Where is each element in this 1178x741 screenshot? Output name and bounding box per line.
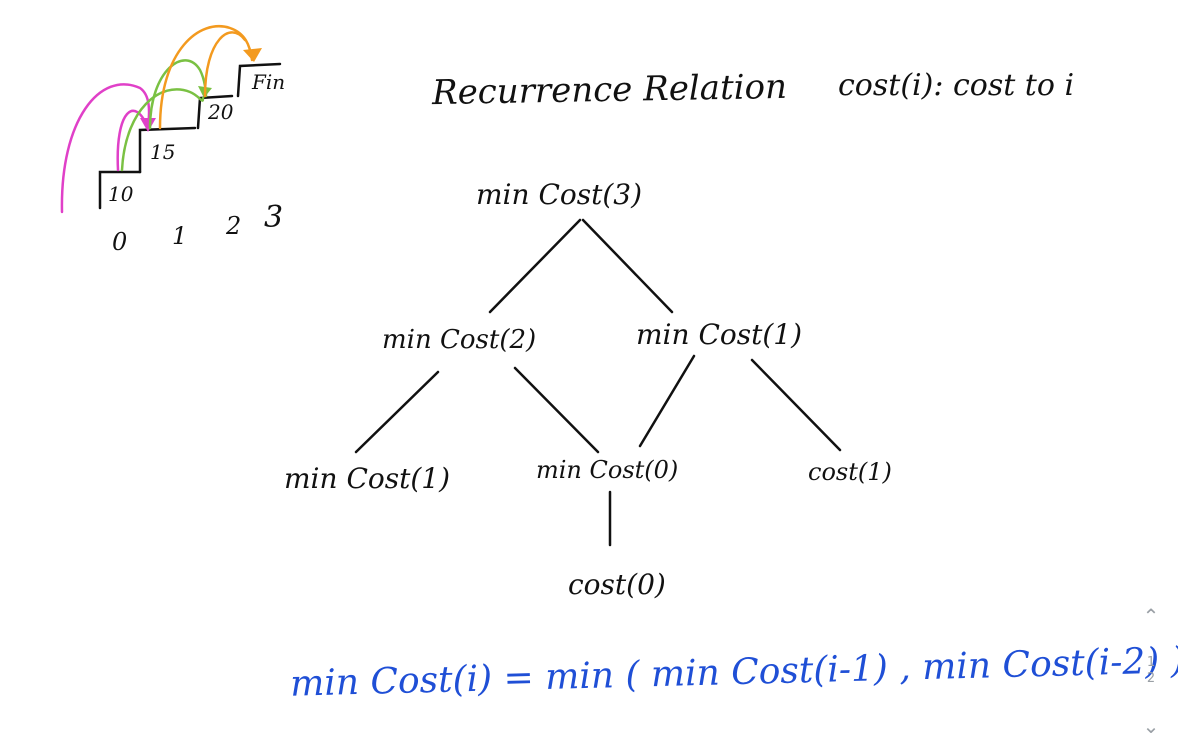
tree-node-l2-right: cost(1) (808, 458, 892, 486)
chevron-up-icon[interactable]: ⌃ (1142, 604, 1160, 628)
jump-arrow-2-3 (158, 25, 254, 130)
chevron-down-icon[interactable]: ⌄ (1142, 714, 1160, 738)
tree-node-l2-left: min Cost(1) (284, 462, 451, 495)
page-navigator: ⌃ 1 2 ⌄ (1136, 606, 1166, 736)
arrowhead-orange (243, 48, 262, 62)
tree-node-l2-mid: min Cost(0) (536, 456, 679, 484)
tree-node-l3: cost(0) (568, 568, 666, 601)
jump-arrow-1-2 (120, 88, 205, 172)
jump-arrow-0-2 (60, 83, 151, 214)
page-title: Recurrence Relation (431, 66, 788, 114)
edge-l1a-l2a (354, 370, 440, 454)
cost-definition: cost(i): cost to i (838, 68, 1075, 103)
jump-arrows (60, 25, 262, 214)
index-label-0: 0 (112, 228, 128, 256)
edge-l1b-l2c (750, 358, 842, 452)
arrowhead-magenta (140, 118, 156, 132)
edge-root-left (488, 218, 582, 314)
current-page: 1 (1146, 655, 1156, 670)
total-pages: 2 (1146, 671, 1156, 686)
tree-edges (354, 218, 842, 547)
tree-node-l1-right: min Cost(1) (636, 318, 803, 351)
step-label-fin: Fin (252, 70, 286, 94)
edge-l1a-l2b (513, 366, 600, 454)
jump-arrow-2-fin (203, 31, 247, 98)
step-0-outline (98, 170, 142, 210)
edge-l1b-l2b (638, 354, 696, 448)
tree-node-l1-left: min Cost(2) (382, 325, 537, 355)
edge-root-right (581, 218, 674, 314)
index-label-3: 3 (264, 200, 284, 235)
tree-node-root: min Cost(3) (476, 178, 643, 211)
index-label-2: 2 (226, 212, 242, 240)
step-1-outline (138, 126, 197, 174)
step-label-1: 15 (150, 140, 176, 164)
step-label-0: 10 (108, 182, 134, 206)
step-label-2: 20 (208, 100, 234, 124)
step-3-outline (236, 62, 282, 98)
page-indicator: 1 2 (1147, 655, 1155, 687)
index-label-1: 1 (172, 222, 188, 250)
